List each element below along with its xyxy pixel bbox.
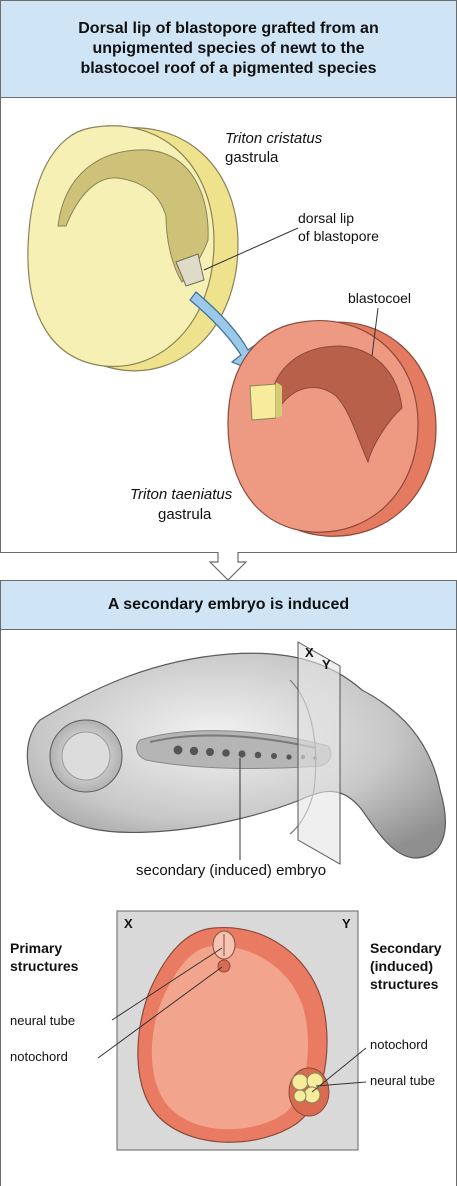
- primary-neural-tube-label: neural tube: [10, 1012, 75, 1029]
- primary-notochord-label: notochord: [10, 1048, 68, 1065]
- secondary-heading-1: Secondary: [370, 940, 442, 957]
- section-plane: [298, 642, 340, 864]
- secondary-embryo-figure: [27, 653, 445, 860]
- section-y-label: Y: [342, 915, 351, 932]
- blastocoel-label: blastocoel: [348, 290, 411, 307]
- primary-heading-2: structures: [10, 958, 78, 975]
- dorsal-lip-label-1: dorsal lip: [298, 210, 354, 227]
- cristatus-gastrula: [28, 126, 238, 371]
- species2-stage: gastrula: [158, 506, 211, 523]
- embryo-caption: secondary (induced) embryo: [136, 862, 326, 879]
- species1-name: Triton cristatus: [225, 130, 322, 147]
- secondary-heading-2: (induced): [370, 958, 433, 975]
- secondary-notochord-label: notochord: [370, 1036, 428, 1053]
- section-x-label: X: [124, 915, 133, 932]
- panel-transition-arrow: [210, 552, 246, 580]
- species1-stage: gastrula: [225, 149, 278, 166]
- taeniatus-gastrula: [228, 321, 436, 537]
- cross-section: [117, 911, 358, 1150]
- plane-y-label: Y: [322, 656, 331, 673]
- dorsal-lip-label-2: of blastopore: [298, 228, 379, 245]
- species2-name: Triton taeniatus: [130, 486, 232, 503]
- secondary-neural-tube-label: neural tube: [370, 1072, 435, 1089]
- secondary-heading-3: structures: [370, 976, 438, 993]
- primary-heading-1: Primary: [10, 940, 62, 957]
- plane-x-label: X: [305, 644, 314, 661]
